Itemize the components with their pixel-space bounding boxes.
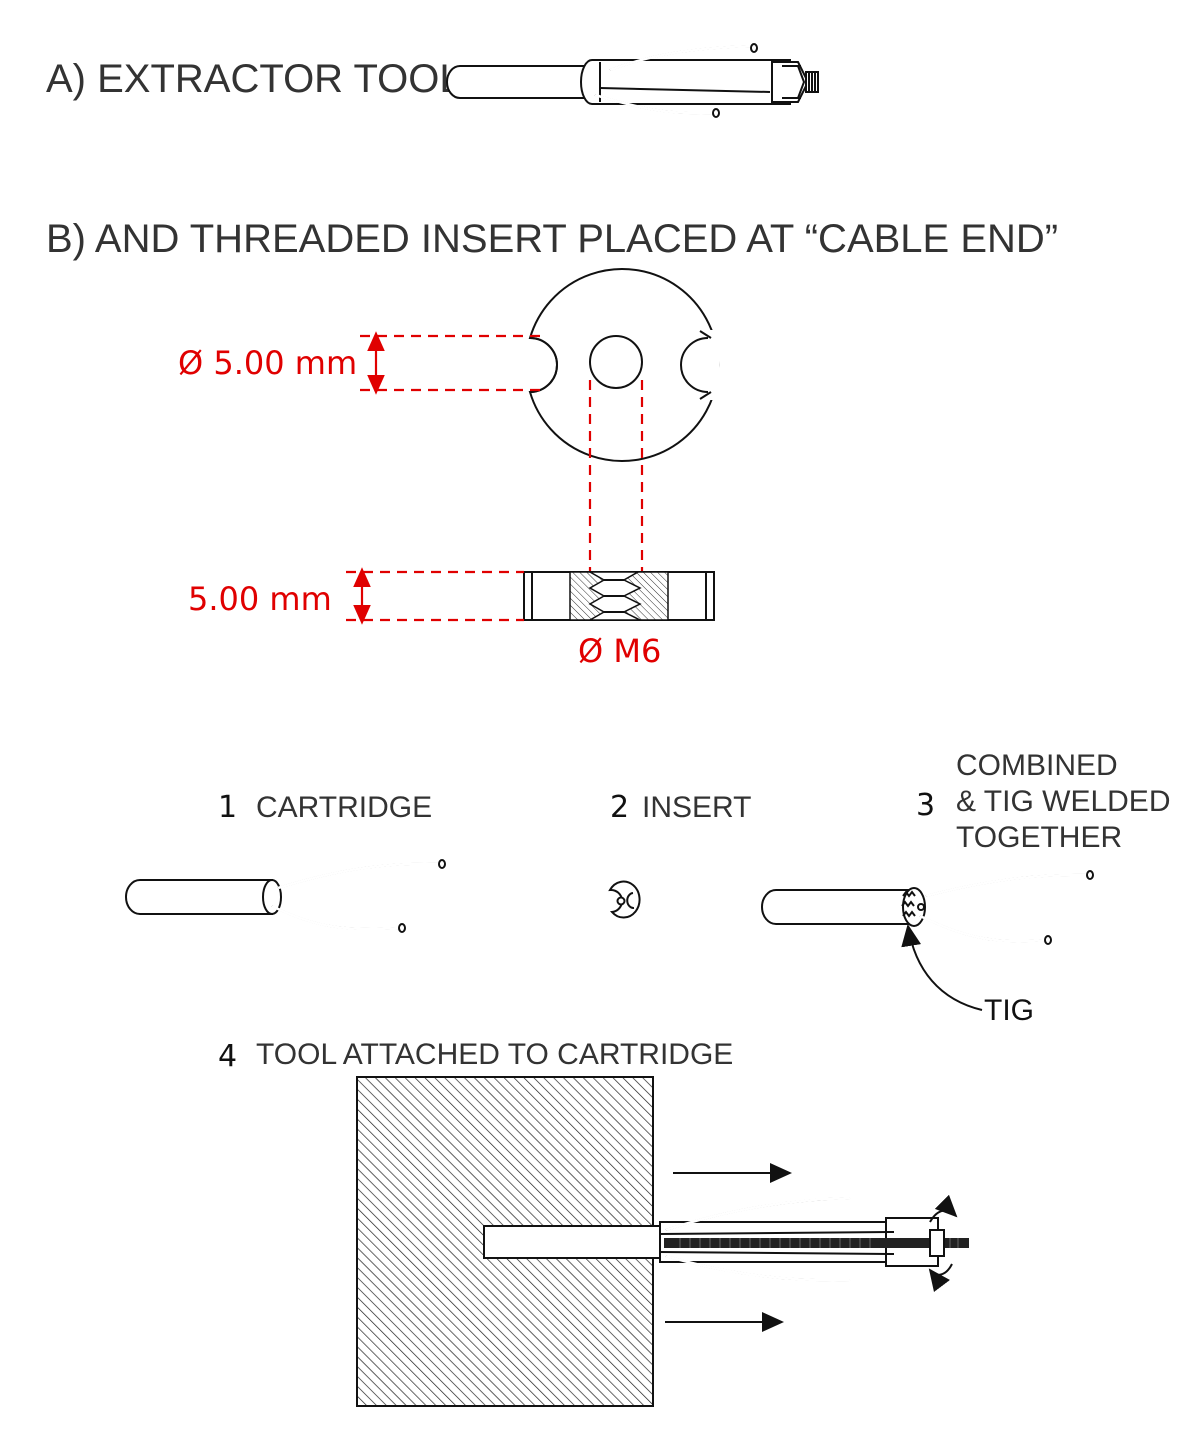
- step-4-number: 4: [218, 1039, 237, 1074]
- step-4-label: TOOL ATTACHED TO CARTRIDGE: [256, 1038, 733, 1071]
- dimension-hole-diameter: Ø 5.00 mm: [178, 331, 540, 395]
- combined-welded-drawing: [761, 870, 1094, 1011]
- step-3-label-line-1: COMBINED: [956, 749, 1118, 782]
- thread-label: Ø M6: [578, 632, 661, 670]
- heading-extractor-tool: A) EXTRACTOR TOOL: [46, 57, 462, 101]
- tool-attached-drawing: [356, 1076, 969, 1407]
- insert-small-drawing: [608, 880, 641, 919]
- insert-side-view: [523, 571, 715, 621]
- step-2-number: 2: [610, 790, 629, 825]
- cartridge-drawing: [125, 859, 446, 933]
- heading-threaded-insert: B) AND THREADED INSERT PLACED AT “CABLE …: [46, 217, 1058, 261]
- step-1-number: 1: [218, 790, 237, 825]
- dimension-thickness: 5.00 mm: [188, 567, 524, 625]
- extractor-tool-drawing: [446, 43, 819, 118]
- step-3-label-line-3: TOGETHER: [956, 821, 1122, 854]
- insert-top-view: [528, 268, 720, 462]
- tig-callout-label: TIG: [984, 994, 1034, 1027]
- step-1-label: CARTRIDGE: [256, 791, 432, 824]
- step-2-label: INSERT: [642, 791, 751, 824]
- thickness-label: 5.00 mm: [188, 580, 332, 618]
- step-3-label-line-2: & TIG WELDED: [956, 785, 1170, 818]
- hole-diameter-label: Ø 5.00 mm: [178, 344, 357, 382]
- step-3-number: 3: [916, 788, 935, 823]
